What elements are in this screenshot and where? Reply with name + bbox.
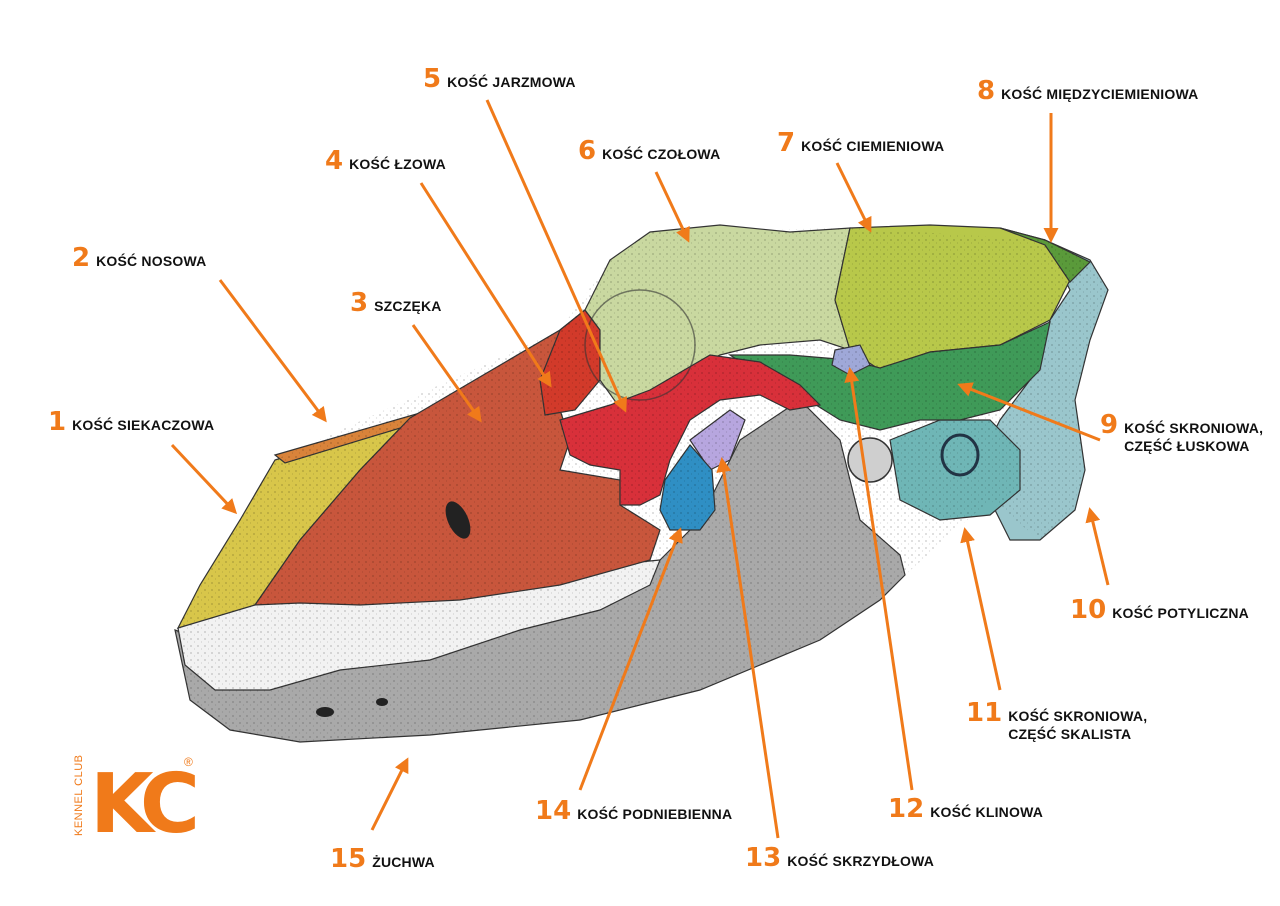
label-3: 3 SZCZĘKA	[350, 290, 442, 316]
label-number: 10	[1070, 595, 1107, 625]
label-text: KOŚĆ NOSOWA	[96, 253, 207, 269]
label-number: 2	[72, 243, 91, 273]
label-number: 6	[578, 136, 597, 166]
label-text: KOŚĆ PODNIEBIENNA	[577, 806, 733, 822]
logo-registered: ®	[184, 755, 193, 769]
stipple-texture	[175, 228, 1108, 742]
arrow-10	[1085, 507, 1110, 586]
mental-foramen	[316, 707, 334, 717]
label-text: KOŚĆ SIEKACZOWA	[72, 417, 215, 433]
arrow-1	[170, 443, 238, 515]
arrow-3	[411, 324, 482, 423]
label-text-line1: KOŚĆ SKRONIOWA,	[1008, 708, 1148, 724]
arrow-15	[370, 757, 409, 831]
label-text: KOŚĆ SKRONIOWA, CZĘŚĆ SKALISTA	[1008, 707, 1147, 743]
orbit	[584, 289, 696, 401]
label-number: 14	[535, 796, 572, 826]
arrow-2	[218, 279, 327, 423]
label-2: 2 KOŚĆ NOSOWA	[72, 245, 206, 271]
label-text: KOŚĆ MIĘDZYCIEMIENIOWA	[1001, 86, 1199, 102]
label-number: 7	[777, 128, 796, 158]
arrow-7	[835, 162, 872, 233]
infraorbital-foramen	[445, 501, 471, 539]
label-text-line2: CZĘŚĆ ŁUSKOWA	[1124, 438, 1250, 454]
label-5: 5 KOŚĆ JARZMOWA	[423, 66, 576, 92]
label-15: 15 ŻUCHWA	[330, 846, 435, 872]
arrow-12	[844, 367, 914, 791]
label-text: KOŚĆ SKRONIOWA, CZĘŚĆ ŁUSKOWA	[1124, 419, 1263, 455]
label-number: 5	[423, 64, 442, 94]
label-4: 4 KOŚĆ ŁZOWA	[325, 148, 446, 174]
label-11: 11 KOŚĆ SKRONIOWA, CZĘŚĆ SKALISTA	[966, 700, 1147, 743]
arrow-11	[960, 527, 1002, 691]
label-text: KOŚĆ CIEMIENIOWA	[801, 138, 945, 154]
mental-foramen-2	[376, 698, 388, 706]
label-text-line1: KOŚĆ SKRONIOWA,	[1124, 420, 1264, 436]
label-text: SZCZĘKA	[374, 298, 442, 314]
label-13: 13 KOŚĆ SKRZYDŁOWA	[745, 845, 934, 871]
arrow-14	[578, 527, 683, 791]
label-number: 11	[966, 698, 1003, 728]
label-number: 13	[745, 843, 782, 873]
label-10: 10 KOŚĆ POTYLICZNA	[1070, 597, 1249, 623]
label-8: 8 KOŚĆ MIĘDZYCIEMIENIOWA	[977, 78, 1198, 104]
arrow-9	[957, 382, 1101, 442]
label-1: 1 KOŚĆ SIEKACZOWA	[48, 409, 214, 435]
logo-side-text: KENNEL CLUB	[73, 754, 85, 836]
arrow-6	[654, 171, 690, 243]
logo-mark: KC	[90, 757, 195, 842]
label-6: 6 KOŚĆ CZOŁOWA	[578, 138, 720, 164]
label-7: 7 KOŚĆ CIEMIENIOWA	[777, 130, 944, 156]
label-number: 4	[325, 146, 344, 176]
label-14: 14 KOŚĆ PODNIEBIENNA	[535, 798, 732, 824]
label-number: 3	[350, 288, 369, 318]
kennel-club-logo: KENNEL CLUB KC ®	[73, 754, 202, 842]
label-12: 12 KOŚĆ KLINOWA	[888, 796, 1043, 822]
label-text: KOŚĆ CZOŁOWA	[602, 146, 721, 162]
arrow-13	[716, 457, 780, 839]
label-number: 1	[48, 407, 67, 437]
label-text: KOŚĆ KLINOWA	[930, 804, 1044, 820]
label-text: KOŚĆ POTYLICZNA	[1112, 605, 1249, 621]
label-text: ŻUCHWA	[372, 854, 435, 870]
leader-lines	[170, 99, 1110, 839]
label-text: KOŚĆ SKRZYDŁOWA	[787, 853, 935, 869]
label-9: 9 KOŚĆ SKRONIOWA, CZĘŚĆ ŁUSKOWA	[1100, 412, 1263, 455]
label-number: 12	[888, 794, 925, 824]
arrow-4	[419, 182, 552, 388]
label-number: 8	[977, 76, 996, 106]
ear-canal	[940, 433, 980, 477]
arrow-5	[485, 99, 627, 413]
label-text-line2: CZĘŚĆ SKALISTA	[1008, 726, 1132, 742]
label-number: 15	[330, 844, 367, 874]
label-text: KOŚĆ JARZMOWA	[447, 74, 576, 90]
label-text: KOŚĆ ŁZOWA	[349, 156, 446, 172]
mandible-condyle	[847, 437, 893, 483]
label-number: 9	[1100, 410, 1119, 440]
